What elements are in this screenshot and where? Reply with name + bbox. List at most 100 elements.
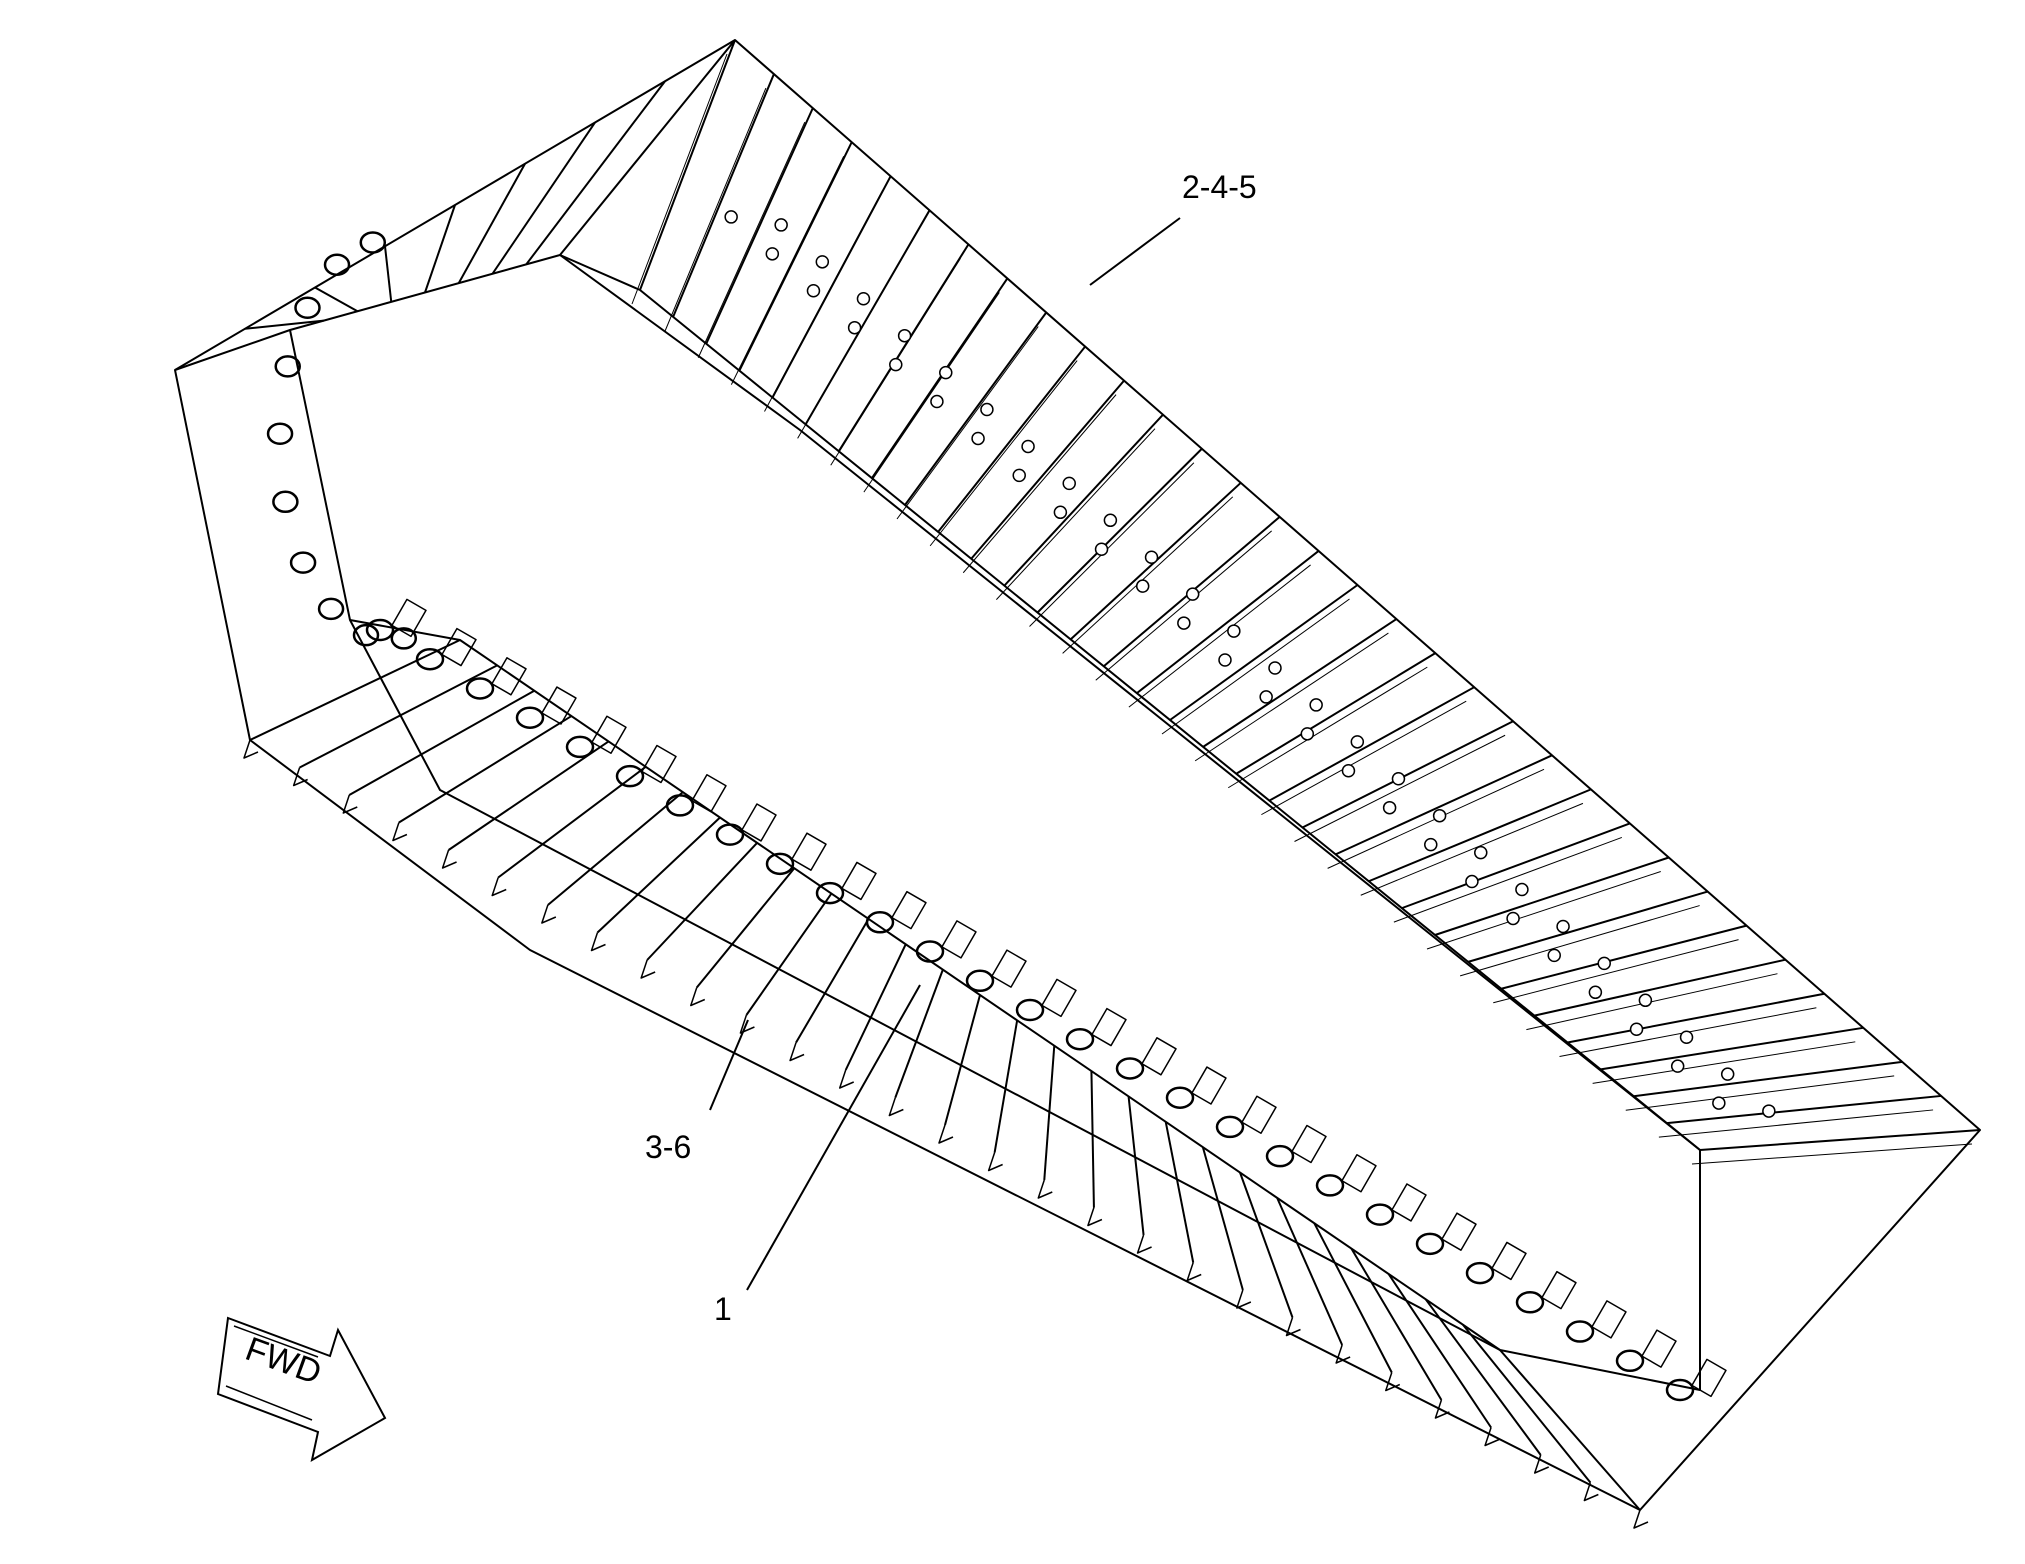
shoe-bolt xyxy=(1094,542,1109,556)
upper-shoe-grouser xyxy=(871,277,1009,479)
link-pin xyxy=(1515,1291,1545,1314)
link-plate xyxy=(1141,1037,1177,1076)
lower-shoe-grouser xyxy=(1090,1071,1095,1208)
upper-shoe-edge xyxy=(1459,905,1700,977)
lower-shoe-tooth xyxy=(1186,1262,1202,1282)
shoe-bolt xyxy=(1382,800,1397,815)
upper-shoe-edge xyxy=(1227,666,1428,789)
link-pin xyxy=(415,647,445,671)
upper-shoe-grouser xyxy=(1202,618,1397,748)
lower-run-inner-edge xyxy=(349,619,1501,1351)
shoe-bolt xyxy=(1465,874,1479,889)
upper-shoe-edge xyxy=(1658,1109,1934,1138)
upper-shoe-grouser xyxy=(1534,958,1786,1017)
lower-shoe-tooth xyxy=(1136,1234,1152,1254)
track-outline-outer xyxy=(174,39,1981,1511)
lower-shoe-grouser xyxy=(1387,1273,1492,1429)
upper-shoe-grouser xyxy=(1699,1129,1981,1151)
lower-shoe-grouser xyxy=(448,740,610,851)
lower-shoe-tooth xyxy=(789,1042,805,1062)
lower-shoe-tooth xyxy=(1484,1427,1500,1447)
idler-link-pin xyxy=(266,422,294,445)
shoe-bolt xyxy=(897,328,912,343)
shoe-bolt xyxy=(1432,808,1447,823)
upper-shoe-grouser xyxy=(937,345,1086,533)
upper-shoe-edge xyxy=(1592,1041,1856,1084)
lower-shoe-tooth xyxy=(1385,1372,1401,1392)
lower-shoe-tooth xyxy=(1087,1207,1103,1227)
upper-shoe-grouser xyxy=(738,141,853,372)
lower-shoes-group xyxy=(243,639,1649,1529)
upper-shoe-grouser xyxy=(705,107,814,345)
upper-shoe-edge xyxy=(697,121,806,358)
shoe-bolt xyxy=(1012,468,1026,483)
lower-shoe-grouser xyxy=(497,765,647,879)
lower-shoe-grouser xyxy=(1164,1121,1195,1263)
link-plate xyxy=(1641,1329,1677,1368)
upper-shoe-edge xyxy=(1095,530,1273,681)
shoe-bolt xyxy=(815,255,830,269)
shoe-bolt xyxy=(1309,698,1323,712)
link-pin xyxy=(1315,1174,1345,1197)
shoe-bolt xyxy=(774,218,788,232)
lower-shoe-grouser xyxy=(993,1020,1019,1153)
lower-shoe-grouser xyxy=(1499,1349,1641,1511)
shoe-bolt xyxy=(1679,1030,1694,1044)
shoe-bolt xyxy=(1259,690,1273,704)
upper-shoe-edge xyxy=(1128,564,1311,708)
leader-1 xyxy=(746,984,921,1291)
link-plate xyxy=(1091,1007,1127,1047)
link-pin xyxy=(915,940,945,963)
track-outline-inner xyxy=(289,254,1701,1391)
lower-shoe-grouser xyxy=(1127,1096,1145,1236)
shoe-bolt xyxy=(1474,845,1488,860)
upper-shoe-grouser xyxy=(1368,788,1592,883)
shoe-bolt xyxy=(1021,439,1035,454)
link-plate xyxy=(841,861,877,901)
return-shoe-grouser xyxy=(244,319,324,330)
shoe-bolt xyxy=(1597,956,1611,971)
upper-shoe-grouser xyxy=(1501,924,1747,990)
link-pin xyxy=(465,677,495,700)
shoe-bolt xyxy=(1638,993,1653,1008)
lower-shoe-grouser xyxy=(547,791,684,906)
lower-shoe-grouser xyxy=(1424,1298,1542,1456)
shoe-bolt xyxy=(1712,1096,1726,1110)
idler-link-pin xyxy=(317,597,345,621)
lower-shoe-tooth xyxy=(541,904,557,924)
shoe-bolt xyxy=(1391,772,1406,786)
lower-shoe-grouser xyxy=(299,664,498,769)
shoe-bolt xyxy=(1144,550,1159,564)
upper-shoe-grouser xyxy=(1169,584,1359,721)
upper-shoe-edge xyxy=(1426,871,1661,950)
shoe-bolts-group xyxy=(724,210,1776,1118)
link-pin xyxy=(365,618,395,642)
lower-shoe-tooth xyxy=(838,1069,855,1089)
return-shoe-grouser xyxy=(424,204,456,293)
lower-shoe-tooth xyxy=(739,1014,755,1034)
shoe-bolt xyxy=(1556,919,1570,934)
upper-shoe-grouser xyxy=(1633,1060,1903,1098)
link-plate xyxy=(1191,1066,1227,1105)
upper-shoe-grouser xyxy=(1302,720,1514,829)
shoe-bolt xyxy=(806,284,821,298)
idler-link-pin xyxy=(352,623,380,647)
link-pin xyxy=(665,794,695,817)
link-plate xyxy=(891,890,927,930)
link-plate xyxy=(1041,978,1077,1018)
lower-shoe-tooth xyxy=(1583,1482,1599,1502)
link-plate xyxy=(1341,1153,1377,1193)
shoe-bolt xyxy=(847,320,862,335)
upper-shoe-grouser xyxy=(1567,992,1825,1044)
link-pin xyxy=(1165,1086,1195,1109)
link-pin xyxy=(1415,1232,1445,1256)
upper-shoe-edge xyxy=(1393,836,1623,923)
return-shoe-grouser xyxy=(559,39,736,256)
lower-shoe-tooth xyxy=(938,1124,954,1144)
link-pin xyxy=(1365,1203,1395,1226)
shoe-bolt xyxy=(1350,735,1365,749)
lower-shoe-grouser xyxy=(348,689,535,796)
link-pin xyxy=(765,852,795,876)
link-plate xyxy=(691,773,727,813)
link-plate xyxy=(1241,1095,1277,1135)
